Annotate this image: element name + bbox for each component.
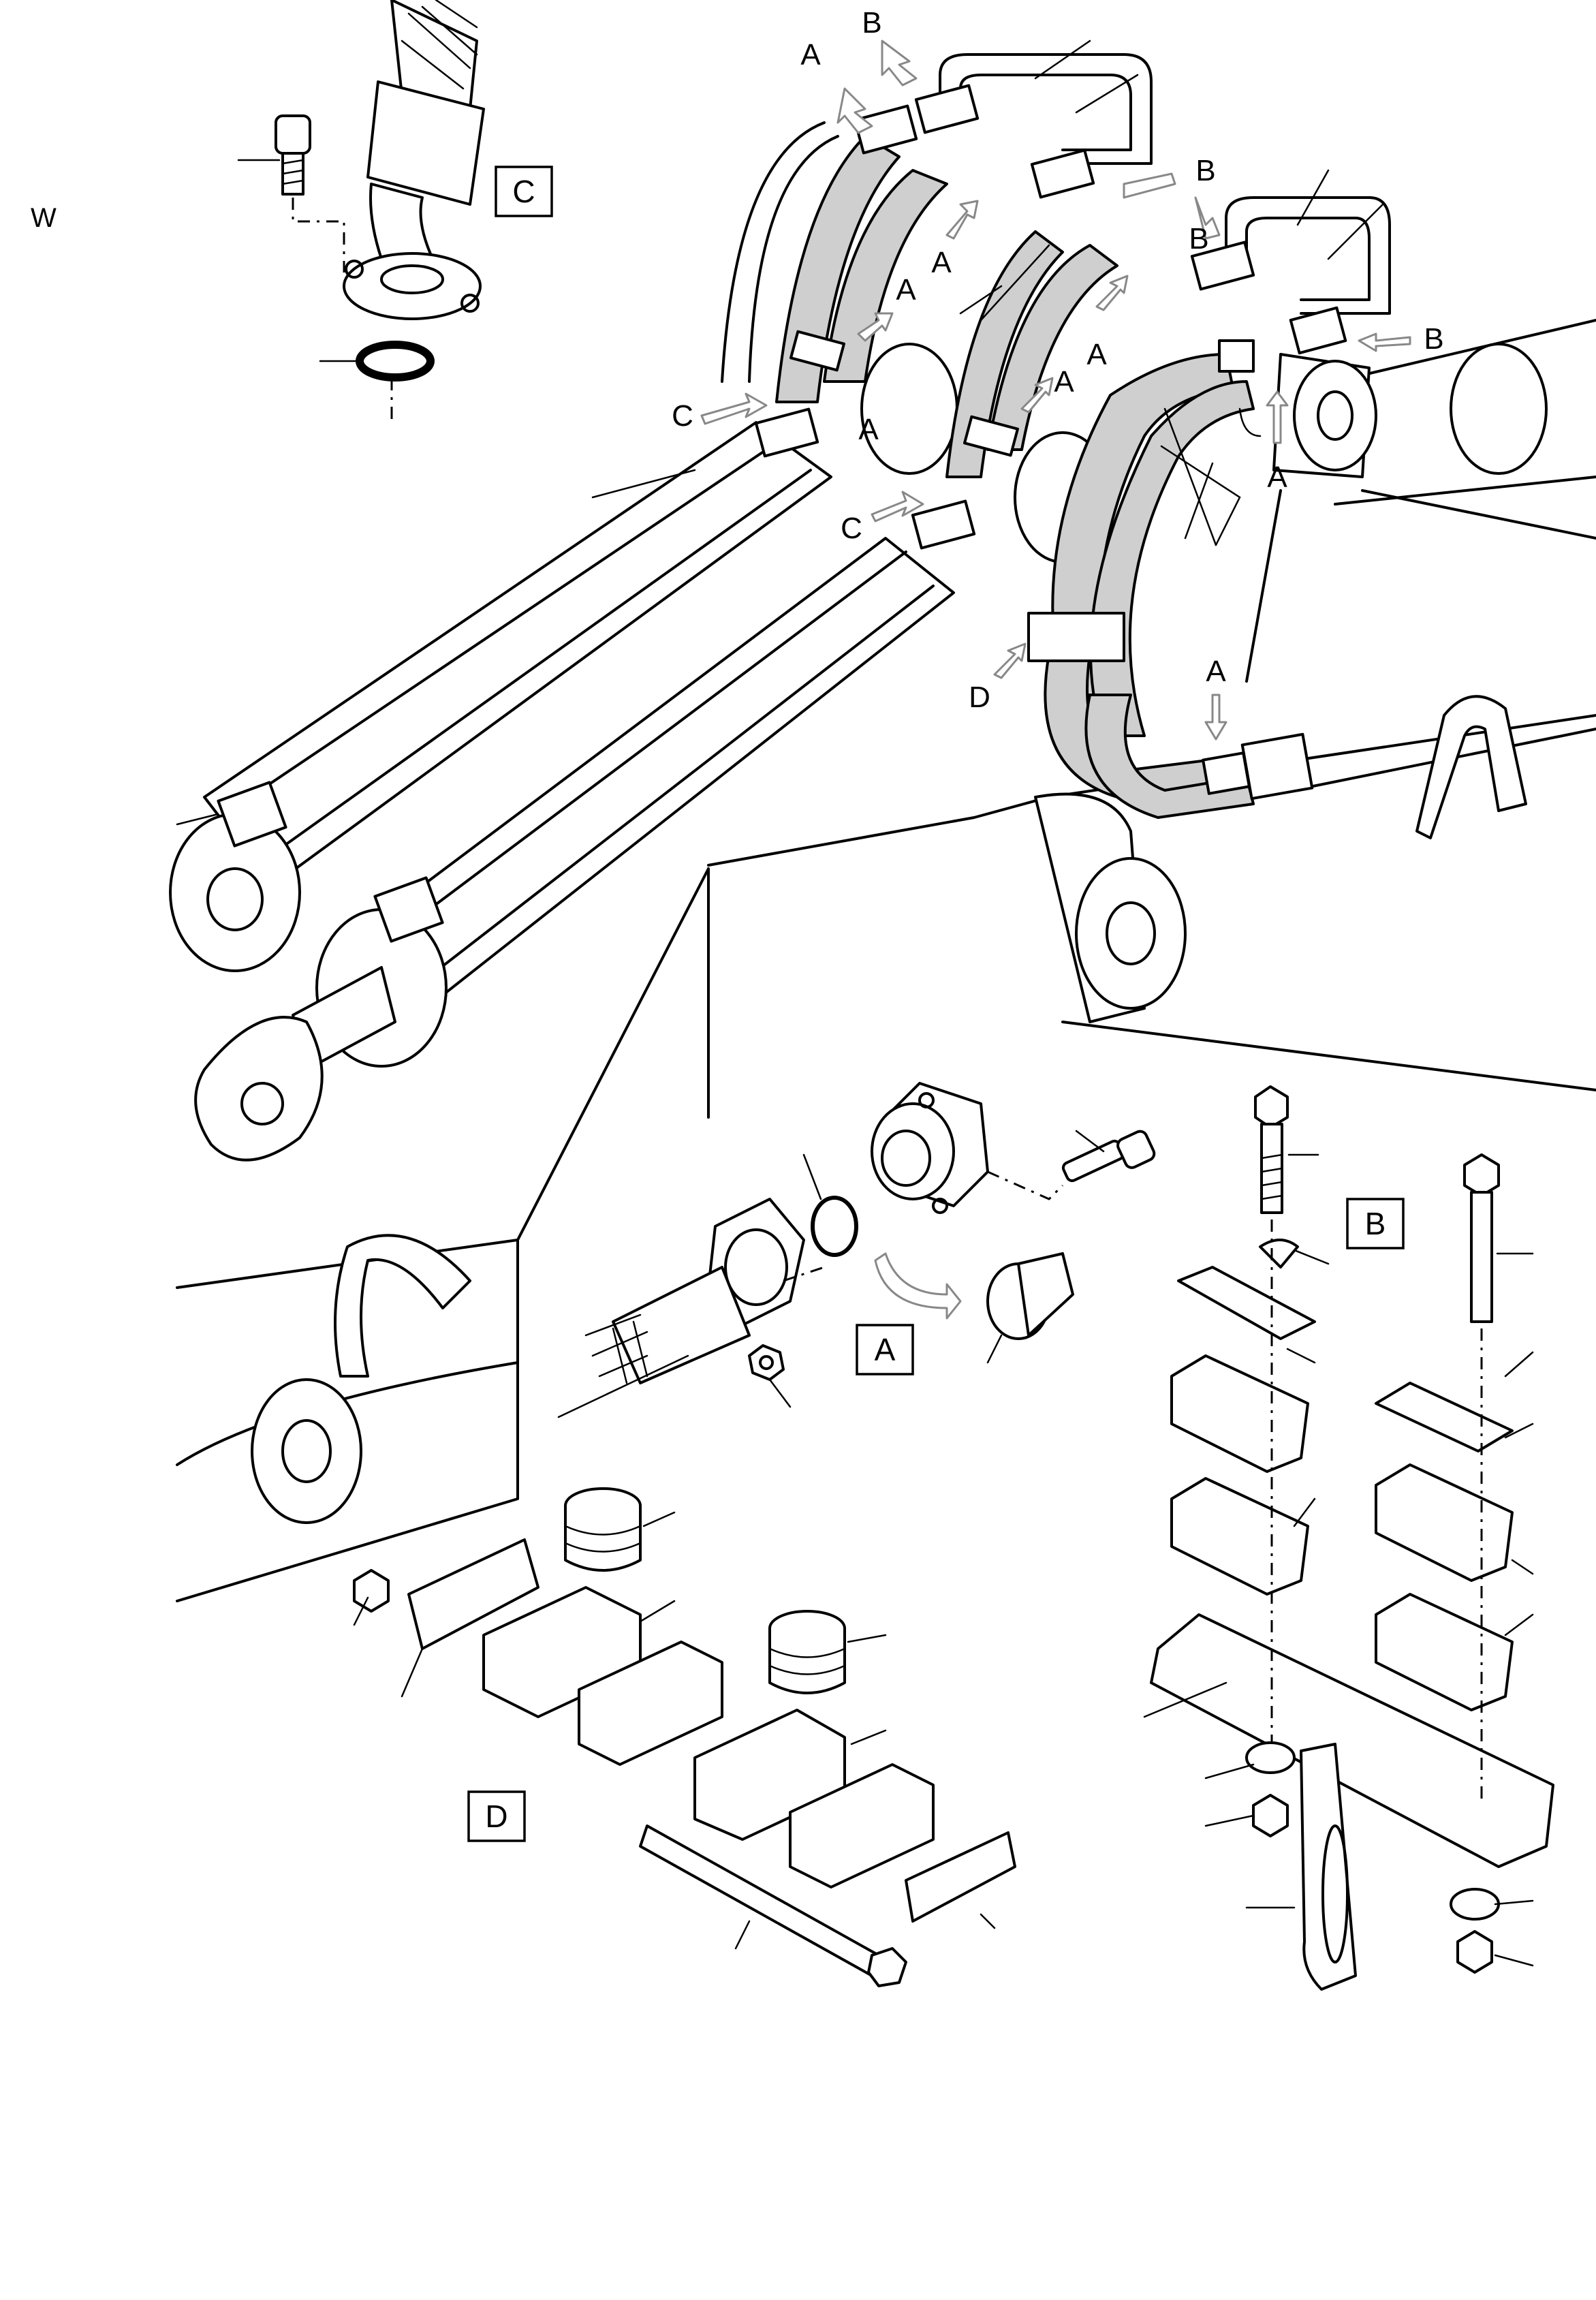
cap-screw bbox=[275, 114, 311, 155]
detail-b-label: B bbox=[1365, 1206, 1386, 1241]
o-ring bbox=[356, 341, 435, 382]
detail-b-label-box bbox=[1346, 1198, 1405, 1249]
callout-a-5: A bbox=[1054, 365, 1074, 399]
boom-assembly bbox=[169, 319, 1596, 1602]
callout-a-4: A bbox=[1086, 338, 1107, 371]
detail-a-label-box bbox=[856, 1324, 914, 1376]
callout-a-8: A bbox=[858, 413, 879, 446]
callout-letters: A A A A A A A A B B B B C C D bbox=[672, 6, 1444, 714]
callout-a-1: A bbox=[800, 38, 821, 72]
callout-b-3: B bbox=[1424, 322, 1443, 356]
detail-c-hose-flange: C bbox=[237, 0, 553, 422]
callout-c-2: C bbox=[841, 512, 862, 545]
detail-b-clamp-stack: B bbox=[1143, 1085, 1554, 1991]
detail-d-label: D bbox=[485, 1799, 507, 1834]
callout-a-2: A bbox=[931, 246, 952, 279]
callout-b-4: B bbox=[1189, 222, 1208, 255]
corner-label: W bbox=[31, 203, 57, 233]
callout-a-6: A bbox=[1267, 461, 1287, 494]
detail-a-label: A bbox=[875, 1332, 896, 1367]
detail-a-flange-coupling: A bbox=[557, 1082, 1156, 1418]
callout-a-7: A bbox=[1206, 655, 1226, 688]
hydraulic-hoses bbox=[176, 40, 1391, 826]
flange-o-ring bbox=[811, 1196, 858, 1257]
callout-arrows bbox=[700, 40, 1411, 741]
callout-d-1: D bbox=[969, 681, 990, 714]
callout-b-1: B bbox=[862, 6, 881, 40]
callout-b-2: B bbox=[1195, 154, 1215, 187]
detail-c-label: C bbox=[512, 174, 535, 209]
detail-d-clamp-set: D bbox=[353, 1487, 1016, 1987]
detail-c-label-box bbox=[495, 166, 553, 217]
callout-a-3: A bbox=[896, 273, 916, 307]
callout-c-1: C bbox=[672, 399, 693, 433]
detail-d-label-box bbox=[467, 1790, 526, 1842]
